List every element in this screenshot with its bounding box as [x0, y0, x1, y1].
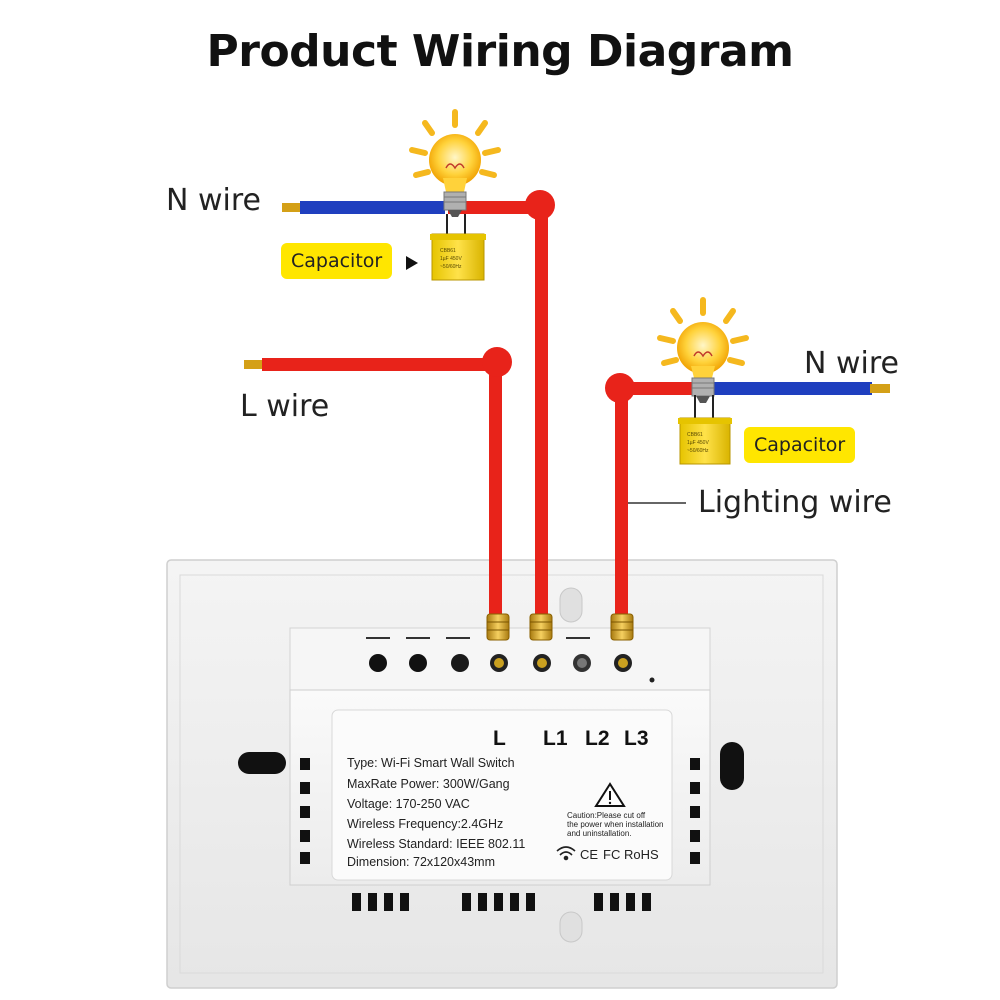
terminal-screws — [486, 613, 634, 641]
n-wire-top — [282, 201, 445, 214]
spec-voltage: Voltage: 170-250 VAC — [347, 797, 470, 811]
wifi-icon — [556, 846, 576, 861]
spec-standard: Wireless Standard: IEEE 802.11 — [347, 837, 525, 851]
capacitor-badge-right: Capacitor — [744, 427, 856, 463]
terminal-label-l: L — [493, 727, 506, 750]
n-wire-top-label: N wire — [166, 183, 261, 218]
spec-dimension: Dimension: 72x120x43mm — [347, 855, 495, 869]
light-bulb-icon-right — [657, 297, 749, 403]
svg-text:CBB61: CBB61 — [440, 248, 456, 254]
switch-body — [289, 627, 711, 911]
page-title: Product Wiring Diagram — [206, 26, 795, 77]
mounting-slot-left — [238, 752, 286, 774]
lighting-wire-l3 — [605, 373, 698, 617]
l-wire-label: L wire — [240, 389, 330, 424]
terminal-label-l2: L2 — [585, 727, 610, 750]
spec-frequency: Wireless Frequency:2.4GHz — [347, 817, 503, 831]
terminal-label-l3: L3 — [624, 727, 649, 750]
caution-line-2: the power when installation — [567, 820, 664, 829]
rohs-mark: RoHS — [624, 847, 659, 862]
ce-mark: CE — [580, 847, 598, 862]
mounting-slot-right — [720, 742, 744, 790]
caution-line-3: and uninstallation. — [567, 829, 632, 838]
terminal-label-l1: L1 — [543, 727, 568, 750]
svg-text:CBB61: CBB61 — [687, 432, 703, 438]
capacitor-right: CBB61 1µF 450V ~50/60Hz — [678, 395, 732, 465]
n-wire-right-label: N wire — [804, 346, 899, 381]
spec-type: Type: Wi-Fi Smart Wall Switch — [347, 756, 515, 770]
spec-power: MaxRate Power: 300W/Gang — [347, 777, 510, 791]
svg-text:~50/60Hz: ~50/60Hz — [440, 264, 462, 270]
light-bulb-icon — [409, 109, 501, 217]
svg-text:1µF 450V: 1µF 450V — [687, 440, 709, 446]
lighting-wire-label: Lighting wire — [698, 485, 892, 520]
capacitor-badge-top: Capacitor — [281, 243, 393, 279]
l-wire — [244, 347, 512, 617]
pointer-arrow-icon — [406, 256, 418, 270]
lighting-wire-l1 — [448, 190, 555, 617]
warning-icon — [594, 782, 626, 807]
svg-text:1µF 450V: 1µF 450V — [440, 256, 462, 262]
capacitor-top: CBB61 1µF 450V ~50/60Hz — [430, 214, 486, 281]
caution-line-1: Caution:Please cut off — [567, 811, 646, 820]
n-wire-right — [710, 382, 890, 395]
fc-mark: FC — [603, 847, 620, 862]
svg-text:~50/60Hz: ~50/60Hz — [687, 448, 709, 454]
